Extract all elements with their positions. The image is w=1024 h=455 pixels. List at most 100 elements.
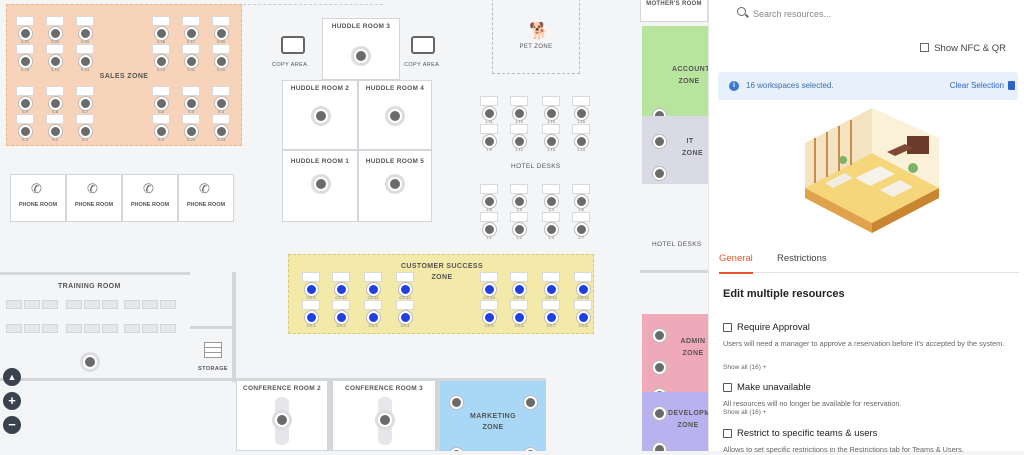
desk[interactable]: CS-10 — [330, 272, 352, 300]
desk-marker[interactable] — [305, 283, 318, 296]
conference-room-3[interactable]: CONFERENCE ROOM 3 — [332, 381, 436, 451]
desk-marker[interactable] — [483, 107, 496, 120]
desk[interactable]: 1-6 — [478, 184, 500, 212]
desk[interactable] — [648, 124, 670, 152]
room-seat-marker[interactable] — [83, 355, 97, 369]
desk[interactable]: CS-14 — [508, 272, 530, 300]
desk[interactable]: CS-7 — [540, 300, 562, 328]
desk-marker[interactable] — [215, 55, 228, 68]
desk[interactable]: CS-16 — [572, 272, 594, 300]
desk-marker[interactable] — [79, 27, 92, 40]
desk[interactable]: S-19 — [74, 16, 96, 44]
desk[interactable] — [648, 396, 670, 424]
desk[interactable]: S-15 — [14, 44, 36, 72]
desk-marker[interactable] — [79, 125, 92, 138]
desk[interactable] — [445, 385, 467, 413]
desk[interactable]: CS-12 — [394, 272, 416, 300]
desk[interactable] — [519, 437, 541, 451]
desk-marker[interactable] — [513, 107, 526, 120]
desk[interactable] — [519, 385, 541, 413]
desk[interactable]: S-8 — [44, 86, 66, 114]
room-seat-marker[interactable] — [314, 109, 328, 123]
desk-marker[interactable] — [545, 195, 558, 208]
desk[interactable]: S-2 — [44, 114, 66, 142]
tab-general[interactable]: General — [719, 253, 753, 274]
huddle-room-2[interactable]: HUDDLE ROOM 2 — [282, 80, 358, 150]
desk-marker[interactable] — [155, 27, 168, 40]
desk-marker[interactable] — [399, 283, 412, 296]
desk-marker[interactable] — [577, 283, 590, 296]
desk-marker[interactable] — [49, 27, 62, 40]
desk-marker[interactable] — [575, 195, 588, 208]
desk[interactable] — [648, 318, 670, 346]
desk[interactable]: S-22 — [180, 114, 202, 142]
it-zone[interactable]: IT ZONE — [642, 116, 708, 184]
desk[interactable]: S-9 — [14, 86, 36, 114]
desk-marker[interactable] — [49, 55, 62, 68]
desk[interactable]: S-4 — [210, 86, 232, 114]
desk[interactable]: S-16 — [210, 16, 232, 44]
desk-marker[interactable] — [215, 27, 228, 40]
storage[interactable]: STORAGE — [192, 330, 234, 376]
show-all-link[interactable]: Show all (16) + — [723, 409, 767, 416]
huddle-room-3[interactable]: HUDDLE ROOM 3 — [322, 18, 400, 80]
desk[interactable]: S-23 — [210, 114, 232, 142]
desk-marker[interactable] — [155, 97, 168, 110]
desk-marker[interactable] — [545, 107, 558, 120]
desk-marker[interactable] — [399, 311, 412, 324]
desk[interactable]: CS-4 — [394, 300, 416, 328]
desk-marker[interactable] — [575, 223, 588, 236]
desk[interactable]: CS-3 — [362, 300, 384, 328]
desk[interactable]: S-18 — [150, 16, 172, 44]
desk[interactable]: S-0 — [150, 114, 172, 142]
search-bar[interactable] — [725, 3, 1013, 25]
desk-marker[interactable] — [483, 311, 496, 324]
desk[interactable]: S-1 — [74, 114, 96, 142]
locate-button[interactable]: ▲ — [3, 368, 21, 386]
desk[interactable]: CS-6 — [508, 300, 530, 328]
require-approval-checkbox[interactable] — [723, 323, 732, 332]
desk-marker[interactable] — [545, 135, 558, 148]
desk-marker[interactable] — [185, 97, 198, 110]
pet-zone[interactable]: 🐕 PET ZONE — [492, 0, 580, 74]
desk[interactable]: S-12 — [150, 44, 172, 72]
desk-marker[interactable] — [185, 125, 198, 138]
show-nfc-qr-button[interactable]: Show NFC & QR — [920, 43, 1006, 54]
desk-marker[interactable] — [513, 283, 526, 296]
desk[interactable]: 1-12 — [508, 124, 530, 152]
desk[interactable]: CS-9 — [300, 272, 322, 300]
restrict-teams-checkbox[interactable] — [723, 429, 732, 438]
desk[interactable] — [648, 350, 670, 378]
search-input[interactable] — [753, 3, 1003, 25]
desk-marker[interactable] — [483, 195, 496, 208]
huddle-room-4[interactable]: HUDDLE ROOM 4 — [358, 80, 432, 150]
desk[interactable]: S-17 — [180, 16, 202, 44]
desk[interactable]: S-10 — [210, 44, 232, 72]
desk-marker[interactable] — [367, 283, 380, 296]
show-all-link[interactable]: Show all (16) + — [723, 364, 767, 371]
desk-marker[interactable] — [575, 135, 588, 148]
admin-zone[interactable]: ADMIN ZONE — [642, 314, 708, 402]
desk-marker[interactable] — [215, 97, 228, 110]
clear-selection-link[interactable]: Clear Selection — [949, 81, 1004, 90]
desk-marker[interactable] — [49, 97, 62, 110]
make-unavailable-checkbox[interactable] — [723, 383, 732, 392]
desk-marker[interactable] — [305, 311, 318, 324]
tab-restrictions[interactable]: Restrictions — [777, 253, 827, 264]
desk-marker[interactable] — [483, 135, 496, 148]
desk[interactable]: 1-16 — [570, 96, 592, 124]
development-zone[interactable]: DEVELOPM ZONE — [642, 392, 708, 451]
desk-marker[interactable] — [483, 283, 496, 296]
desk[interactable]: S-20 — [44, 16, 66, 44]
desk-marker[interactable] — [545, 311, 558, 324]
desk-marker[interactable] — [545, 223, 558, 236]
mothers-room[interactable]: MOTHER'S ROOM — [640, 0, 708, 22]
desk-marker[interactable] — [513, 135, 526, 148]
desk[interactable]: S-7 — [74, 86, 96, 114]
desk[interactable]: CS-2 — [330, 300, 352, 328]
phone-room[interactable]: ✆PHONE ROOM — [10, 174, 66, 222]
desk-marker[interactable] — [513, 195, 526, 208]
phone-room[interactable]: ✆PHONE ROOM — [66, 174, 122, 222]
desk[interactable] — [648, 156, 670, 184]
desk[interactable]: S-11 — [180, 44, 202, 72]
